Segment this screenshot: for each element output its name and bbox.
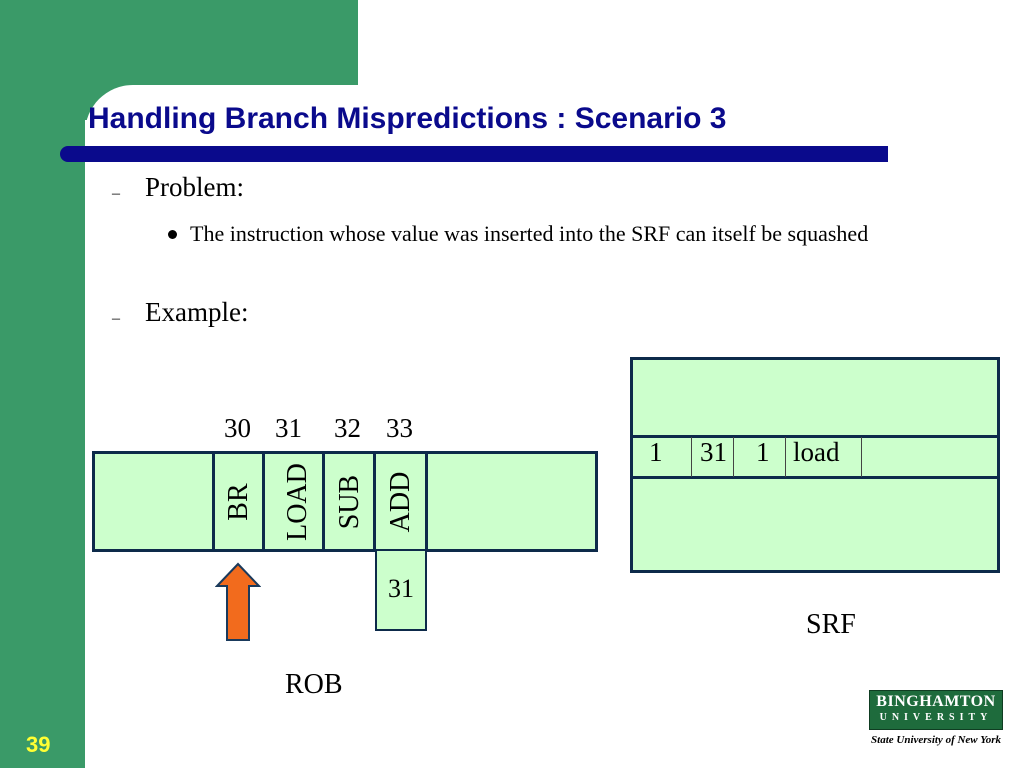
rob-divider	[322, 451, 325, 552]
srf-cell: 31	[700, 437, 727, 467]
bullet-dot	[168, 230, 177, 239]
rob-divider	[262, 451, 265, 552]
bullet-problem: Problem:	[145, 172, 244, 202]
rob-divider	[373, 451, 376, 552]
srf-cell-divider	[733, 437, 734, 477]
rob-divider	[212, 451, 215, 552]
rob-entry-add: ADD	[385, 471, 416, 533]
rob-value-cell	[375, 551, 427, 631]
sub-bullet-text: The instruction whose value was inserted…	[190, 221, 869, 246]
srf-cell-divider	[691, 437, 692, 477]
rob-entry-br: BR	[223, 483, 254, 521]
bullet-dash: –	[112, 310, 120, 327]
srf-cell-divider	[785, 437, 786, 477]
logo-subtitle: State University of New York	[871, 734, 1001, 746]
rob-buffer	[92, 451, 598, 552]
srf-row-line	[630, 476, 1000, 479]
srf-label: SRF	[806, 609, 856, 640]
rob-value: 31	[388, 574, 414, 603]
rob-entry-load: LOAD	[282, 463, 313, 541]
srf-cell: load	[793, 437, 840, 467]
srf-cell: 1	[756, 437, 770, 467]
bullet-dash: –	[112, 185, 120, 202]
slide-title: Handling Branch Mispredictions : Scenari…	[88, 102, 727, 135]
logo-line1: BINGHAMTON	[876, 693, 996, 710]
content-corner	[85, 85, 385, 205]
green-side-band	[0, 0, 85, 768]
rob-index: 33	[386, 413, 413, 443]
rob-index: 32	[334, 413, 361, 443]
up-arrow-icon	[215, 562, 261, 641]
logo-line2: UNIVERSITY	[879, 712, 993, 723]
rob-entry-sub: SUB	[334, 474, 365, 530]
rob-label: ROB	[285, 669, 343, 700]
bullet-example: Example:	[145, 297, 249, 327]
page-number: 39	[26, 732, 51, 757]
srf-row-line	[630, 435, 1000, 438]
rob-index: 31	[275, 413, 302, 443]
title-underline-bar	[60, 146, 888, 162]
srf-cell: 1	[649, 437, 663, 467]
rob-divider	[425, 451, 428, 552]
rob-index: 30	[224, 413, 251, 443]
srf-cell-divider	[861, 437, 862, 477]
university-logo: BINGHAMTON UNIVERSITY	[869, 690, 1003, 730]
